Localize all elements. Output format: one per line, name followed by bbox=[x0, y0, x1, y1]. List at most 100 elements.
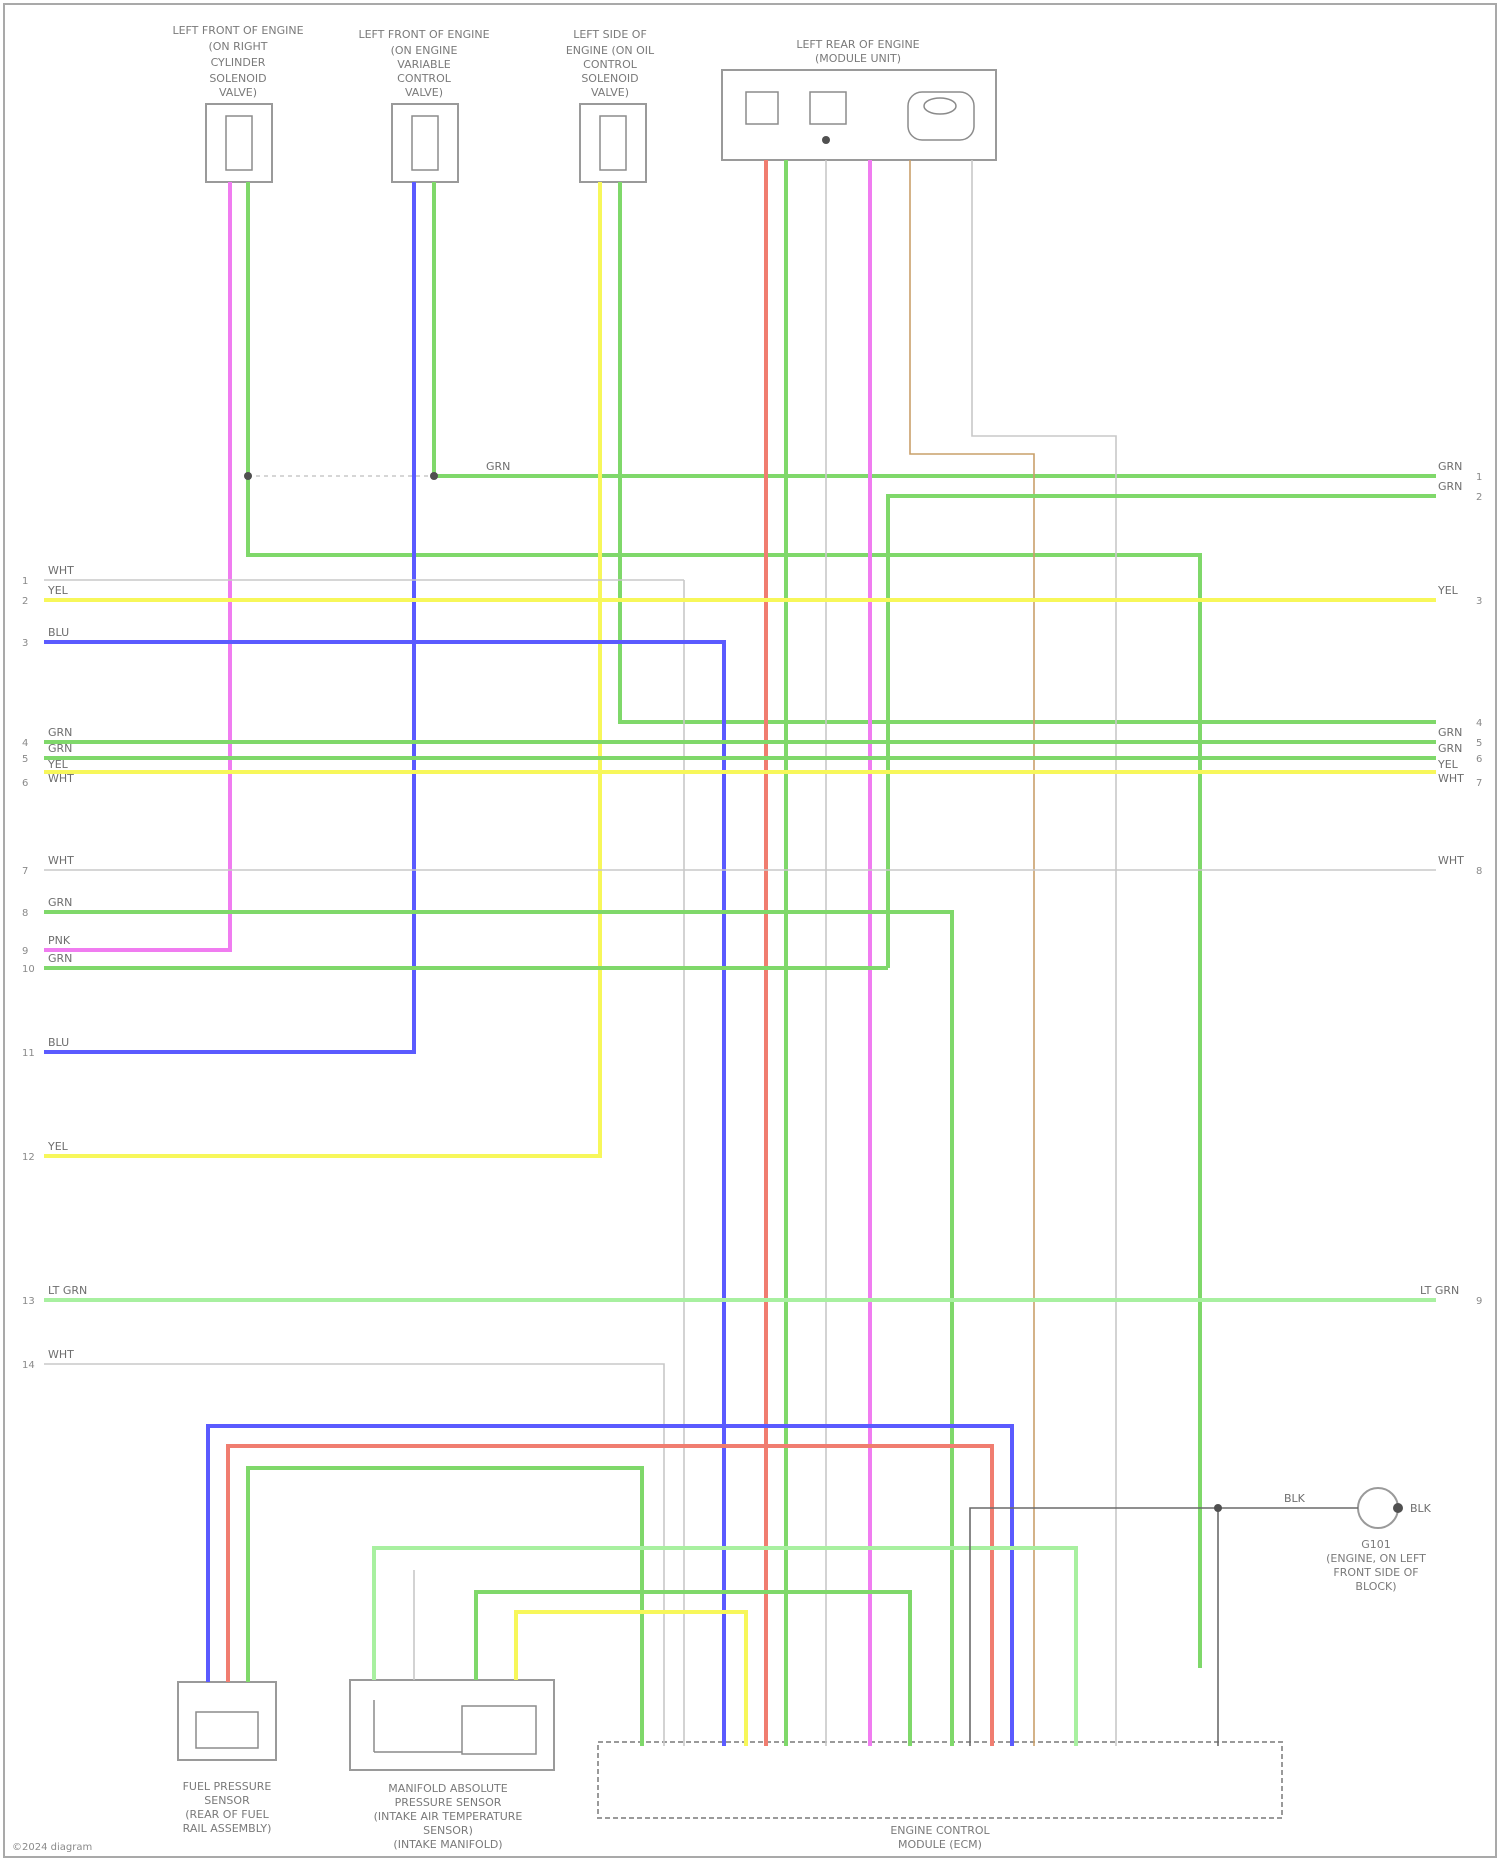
right-pin-8: 8 bbox=[1476, 866, 1482, 877]
splice-2 bbox=[430, 472, 438, 480]
left-pin-14: 14 bbox=[22, 1360, 35, 1371]
label-ground-end: BLK bbox=[1410, 1502, 1432, 1515]
ecm-body bbox=[598, 1742, 1282, 1818]
label-right-green-2: GRN bbox=[1438, 480, 1462, 493]
label-right-yellow: YEL bbox=[1437, 584, 1459, 597]
ground-caption-4: BLOCK) bbox=[1355, 1580, 1396, 1593]
fuel-pressure-sensor: FUEL PRESSURE SENSOR (REAR OF FUEL RAIL … bbox=[178, 1682, 276, 1835]
right-pin-9: 9 bbox=[1476, 1296, 1482, 1307]
left-pin-7: 7 bbox=[22, 866, 28, 877]
label-left-green-5: GRN bbox=[48, 742, 72, 755]
valve-a-caption-5: VALVE) bbox=[219, 86, 257, 99]
left-pin-12: 12 bbox=[22, 1152, 35, 1163]
map-sensor-caption-4: SENSOR) bbox=[423, 1824, 473, 1837]
label-left-yellow-2: YEL bbox=[47, 758, 69, 771]
left-pin-2: 2 bbox=[22, 596, 28, 607]
footer-note: ©2024 diagram bbox=[12, 1842, 92, 1853]
label-left-pink: PNK bbox=[48, 934, 71, 947]
label-right-white-3: WHT bbox=[1438, 854, 1464, 867]
module-top-element-1 bbox=[746, 92, 778, 124]
module-top-caption-2: (MODULE UNIT) bbox=[815, 52, 901, 65]
fuel-sensor-element bbox=[196, 1712, 258, 1748]
label-left-white-4: WHT bbox=[48, 1348, 74, 1361]
valve-b-caption-2: (ON ENGINE bbox=[391, 44, 458, 57]
module-top-element-2 bbox=[810, 92, 846, 124]
map-sensor-element bbox=[462, 1706, 536, 1754]
ground-caption-3: FRONT SIDE OF bbox=[1333, 1566, 1418, 1579]
valve-c-caption-1: LEFT SIDE OF bbox=[573, 28, 647, 41]
left-pin-1: 1 bbox=[22, 576, 28, 587]
valve-b-caption-4: CONTROL bbox=[397, 72, 452, 85]
label-left-white: WHT bbox=[48, 564, 74, 577]
ground-caption-2: (ENGINE, ON LEFT bbox=[1326, 1552, 1426, 1565]
ground-caption-1: G101 bbox=[1361, 1538, 1391, 1551]
valve-a-caption-1: LEFT FRONT OF ENGINE bbox=[172, 24, 303, 37]
label-left-green-10: GRN bbox=[48, 952, 72, 965]
label-left-ltgreen: LT GRN bbox=[48, 1284, 87, 1297]
valve-a-caption-2: (ON RIGHT bbox=[208, 40, 267, 53]
module-top-motor bbox=[908, 92, 974, 140]
valve-c-caption-4: SOLENOID bbox=[581, 72, 638, 85]
splice-3 bbox=[1214, 1504, 1222, 1512]
map-sensor-caption-1: MANIFOLD ABSOLUTE bbox=[388, 1782, 507, 1795]
label-right-green-4: GRN bbox=[1438, 726, 1462, 739]
splice-1 bbox=[244, 472, 252, 480]
valve-b-caption-3: VARIABLE bbox=[397, 58, 450, 71]
ground-terminal bbox=[1393, 1503, 1403, 1513]
left-pin-4: 4 bbox=[22, 738, 28, 749]
valve-c-caption-3: CONTROL bbox=[583, 58, 638, 71]
valve-c-caption-2: ENGINE (ON OIL bbox=[566, 44, 655, 57]
fuel-sensor-caption-2: SENSOR bbox=[204, 1794, 250, 1807]
label-right-white-2: WHT bbox=[1438, 772, 1464, 785]
left-pin-3: 3 bbox=[22, 638, 28, 649]
splice-4 bbox=[822, 136, 830, 144]
valve-a-caption-4: SOLENOID bbox=[209, 72, 266, 85]
ecm-caption-1: ENGINE CONTROL bbox=[890, 1824, 990, 1837]
label-left-green-4: GRN bbox=[48, 726, 72, 739]
left-pin-9: 9 bbox=[22, 946, 28, 957]
ground-icon bbox=[1358, 1488, 1398, 1528]
valve-b-caption-5: VALVE) bbox=[405, 86, 443, 99]
right-pin-3: 3 bbox=[1476, 596, 1482, 607]
left-pin-13: 13 bbox=[22, 1296, 35, 1307]
valve-c-coil bbox=[600, 116, 626, 170]
label-ground-wire: BLK bbox=[1284, 1492, 1306, 1505]
valve-a-caption-3: CYLINDER bbox=[211, 56, 266, 69]
map-sensor-caption-2: PRESSURE SENSOR bbox=[395, 1796, 502, 1809]
fuel-sensor-caption-4: RAIL ASSEMBLY) bbox=[183, 1822, 272, 1835]
valve-a-coil bbox=[226, 116, 252, 170]
right-pin-7: 7 bbox=[1476, 778, 1482, 789]
fuel-sensor-caption-1: FUEL PRESSURE bbox=[183, 1780, 272, 1793]
left-pin-6: 6 bbox=[22, 778, 28, 789]
valve-b-coil bbox=[412, 116, 438, 170]
left-pin-10: 10 bbox=[22, 964, 35, 975]
label-right-green-1: GRN bbox=[1438, 460, 1462, 473]
right-pin-6: 6 bbox=[1476, 754, 1482, 765]
label-left-white-2: WHT bbox=[48, 772, 74, 785]
valve-c-caption-5: VALVE) bbox=[591, 86, 629, 99]
label-right-ltgreen: LT GRN bbox=[1420, 1284, 1459, 1297]
label-left-blue-2: BLU bbox=[48, 1036, 69, 1049]
left-pin-11: 11 bbox=[22, 1048, 35, 1059]
ecm-caption-2: MODULE (ECM) bbox=[898, 1838, 982, 1851]
label-left-blue: BLU bbox=[48, 626, 69, 639]
label-left-green-8: GRN bbox=[48, 896, 72, 909]
fuel-sensor-caption-3: (REAR OF FUEL bbox=[185, 1808, 269, 1821]
map-sensor-caption-3: (INTAKE AIR TEMPERATURE bbox=[374, 1810, 523, 1823]
label-left-yellow-3: YEL bbox=[47, 1140, 69, 1153]
label-left-white-3: WHT bbox=[48, 854, 74, 867]
right-pin-4: 4 bbox=[1476, 718, 1482, 729]
left-pin-8: 8 bbox=[22, 908, 28, 919]
label-top-green: GRN bbox=[486, 460, 510, 473]
valve-b-caption-1: LEFT FRONT OF ENGINE bbox=[358, 28, 489, 41]
map-sensor-caption-5: (INTAKE MANIFOLD) bbox=[393, 1838, 502, 1851]
valve-c: LEFT SIDE OF ENGINE (ON OIL CONTROL SOLE… bbox=[566, 28, 655, 182]
right-pin-1: 1 bbox=[1476, 472, 1482, 483]
label-right-yellow-2: YEL bbox=[1437, 758, 1459, 771]
label-right-green-5: GRN bbox=[1438, 742, 1462, 755]
label-left-yellow: YEL bbox=[47, 584, 69, 597]
left-pin-5: 5 bbox=[22, 754, 28, 765]
module-top-caption-1: LEFT REAR OF ENGINE bbox=[796, 38, 919, 51]
right-pin-5: 5 bbox=[1476, 738, 1482, 749]
